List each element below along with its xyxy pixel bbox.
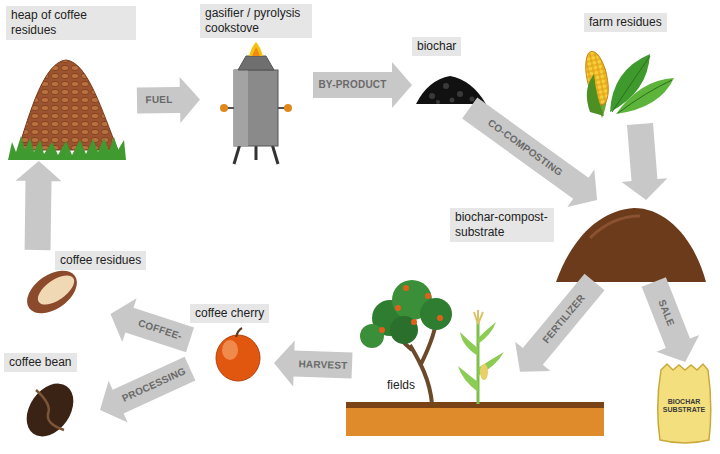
flow-arrow (515, 274, 604, 372)
arrow-label: HARVEST (297, 358, 348, 372)
fields: fields (352, 284, 520, 438)
farm-residues: farm residues (578, 12, 678, 124)
coffee-bean: coffee bean (4, 352, 100, 444)
node-label: biochar-compost-substrate (450, 208, 554, 242)
flow-arrow (100, 357, 195, 423)
node-label: coffee bean (4, 353, 77, 372)
node-label: gasifier / pyrolysis cookstove (200, 4, 312, 38)
bag-label: BIOCHAR SUBSTRATE (661, 398, 707, 414)
arrow-label: FUEL (144, 94, 173, 106)
node-label: coffee residues (55, 251, 146, 270)
arrow-label: BY-PRODUCT (317, 79, 387, 91)
flow-arrow (462, 98, 597, 207)
node-label: coffee cherry (190, 304, 269, 323)
cookstove: gasifier / pyrolysis cookstove (200, 4, 313, 166)
arrow-label: CO-COMPOSTING (485, 117, 566, 180)
node-label: heap of coffee residues (6, 6, 136, 40)
node-label: farm residues (584, 13, 667, 32)
flow-arrow (313, 62, 412, 108)
flow-arrow (16, 161, 62, 250)
flow-arrow (137, 77, 200, 123)
biochar-pile: biochar (412, 36, 490, 108)
flow-arrow (642, 277, 700, 362)
substrate-bag: BIOCHAR SUBSTRATE (655, 362, 713, 446)
coffee-cherry: coffee cherry (190, 303, 274, 385)
node-label: fields (382, 376, 420, 395)
node-label: biochar (412, 37, 461, 56)
residue-heap: heap of coffee residues (6, 6, 137, 161)
flow-arrow (111, 298, 195, 352)
compost-heap: biochar-compost-substrate (450, 200, 708, 282)
flow-arrow (274, 341, 353, 387)
flow-arrow (622, 123, 668, 200)
coffee-residues: coffee residues (20, 250, 155, 314)
